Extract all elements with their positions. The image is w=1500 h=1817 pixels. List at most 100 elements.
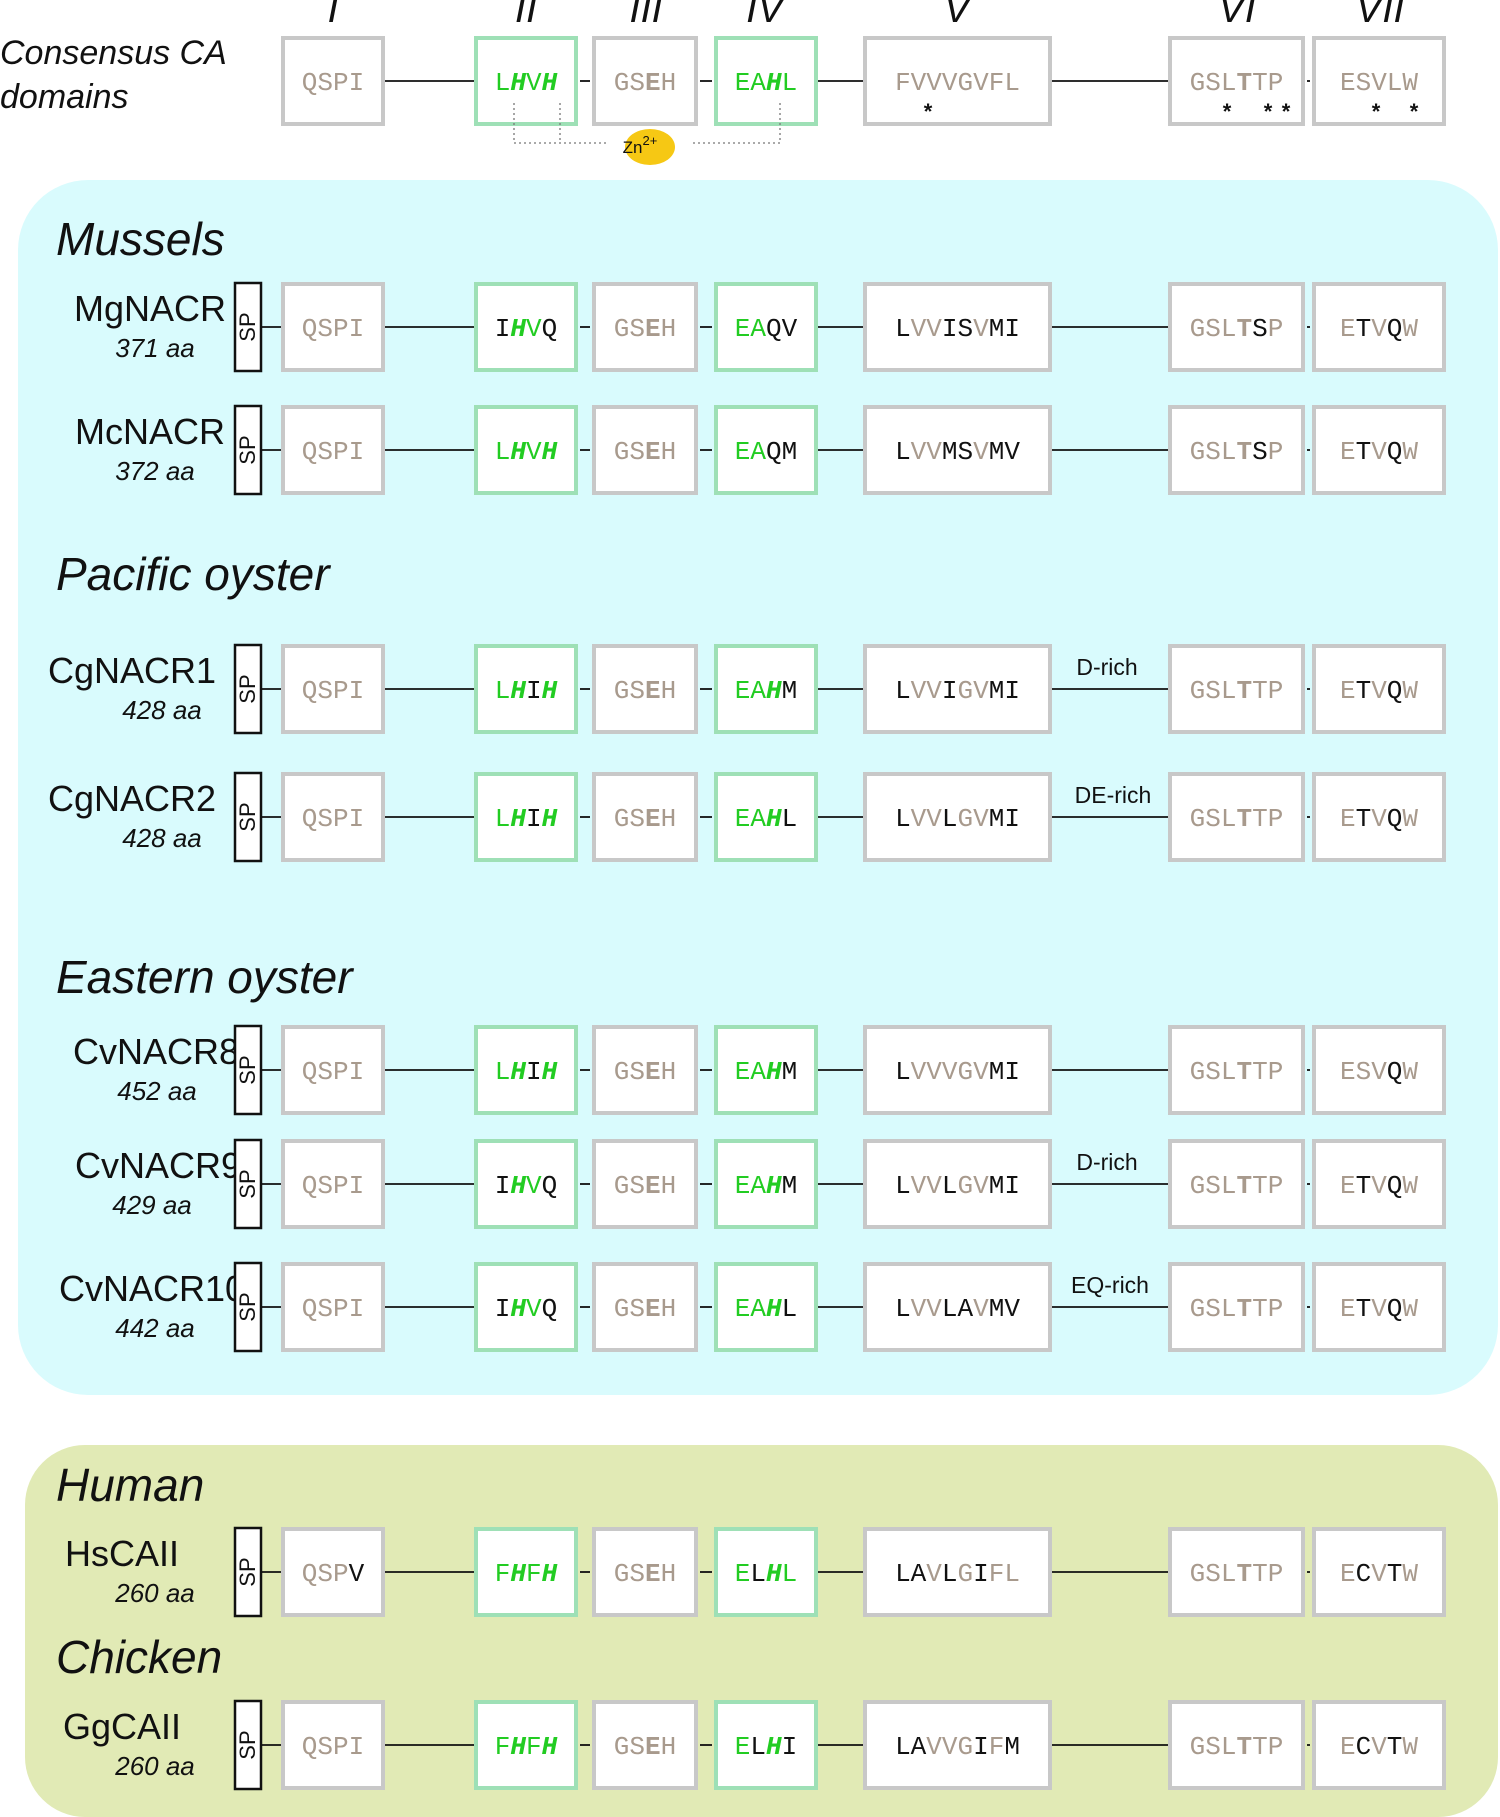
protein-name: CvNACR8 xyxy=(73,1031,239,1072)
hscaii-domain-6-box xyxy=(1168,1527,1305,1617)
cvnacr8-domain-3-sequence: GSEH xyxy=(614,1057,676,1087)
section-title-human: Human xyxy=(56,1459,204,1511)
cvnacr8-domain-5-box xyxy=(863,1025,1052,1115)
signal-peptide-box xyxy=(233,281,263,373)
protein-name: GgCAII xyxy=(63,1706,181,1747)
cvnacr8-domain-2-sequence: LHIH xyxy=(495,1057,558,1087)
mcnacr-domain-1-box xyxy=(281,405,385,495)
cvnacr10-domain-7-box xyxy=(1312,1262,1446,1352)
cvnacr9-domain-6-sequence: GSLTTP xyxy=(1190,1171,1284,1201)
cgnacr2-domain-6-box xyxy=(1168,772,1305,862)
signal-peptide-box xyxy=(233,1138,263,1230)
cvnacr9-domain-2-sequence: IHVQ xyxy=(495,1171,557,1201)
signal-peptide-label: SP xyxy=(235,1730,260,1759)
linker-label: D-rich xyxy=(1076,1149,1137,1175)
cgnacr1-domain-7-sequence: ETVQW xyxy=(1340,676,1418,706)
protein-length: 452 aa xyxy=(117,1076,197,1106)
ggcaii-domain-7-sequence: ECVTW xyxy=(1340,1732,1418,1762)
cvnacr8-domain-4-sequence: EAHM xyxy=(735,1057,797,1087)
signal-peptide-label: SP xyxy=(235,1557,260,1586)
cvnacr10-domain-5-box xyxy=(863,1262,1052,1352)
protein-name: MgNACR xyxy=(74,288,226,329)
consensus-domain-2-box xyxy=(474,36,578,126)
cvnacr10-domain-2-box xyxy=(474,1262,578,1352)
cgnacr2-domain-5-sequence: LVVLGVMI xyxy=(895,804,1020,834)
mgnacr-domain-6-box xyxy=(1168,282,1305,372)
cgnacr1-domain-3-box xyxy=(592,644,698,734)
cvnacr10-domain-7-sequence: ETVQW xyxy=(1340,1294,1418,1324)
hscaii-domain-1-sequence: QSPV xyxy=(302,1559,365,1589)
hscaii-domain-6-sequence: GSLTTP xyxy=(1190,1559,1284,1589)
consensus-domain-4-box xyxy=(714,36,818,126)
linker-label: DE-rich xyxy=(1075,782,1152,808)
ggcaii-domain-5-box xyxy=(863,1700,1052,1790)
numeral-v: V xyxy=(944,0,974,31)
cvnacr10-domain-6-sequence: GSLTTP xyxy=(1190,1294,1284,1324)
mcnacr-domain-1-sequence: QSPI xyxy=(302,437,364,467)
domain-numerals: I II III IV V VI VII xyxy=(327,0,1404,31)
mgnacr-domain-3-box xyxy=(592,282,698,372)
consensus-label-line2: domains xyxy=(0,78,129,116)
cvnacr10-domain-6-box xyxy=(1168,1262,1305,1352)
hscaii-domain-3-sequence: GSEH xyxy=(614,1559,676,1589)
cvnacr10-domain-1-box xyxy=(281,1262,385,1352)
mgnacr-domain-6-sequence: GSLTSP xyxy=(1190,314,1284,344)
numeral-iii: III xyxy=(629,0,662,31)
mcnacr-domain-2-sequence: LHVH xyxy=(495,437,558,467)
linker-label: D-rich xyxy=(1076,654,1137,680)
cgnacr2-domain-3-sequence: GSEH xyxy=(614,804,676,834)
mcnacr-domain-7-sequence: ETVQW xyxy=(1340,437,1418,467)
cgnacr1-domain-6-box xyxy=(1168,644,1305,734)
mgnacr-domain-7-sequence: ETVQW xyxy=(1340,314,1418,344)
cgnacr1-domain-7-box xyxy=(1312,644,1446,734)
ggcaii-domain-6-box xyxy=(1168,1700,1305,1790)
cvnacr8-domain-4-box xyxy=(714,1025,818,1115)
mcnacr-domain-6-sequence: GSLTSP xyxy=(1190,437,1284,467)
cvnacr8-domain-3-box xyxy=(592,1025,698,1115)
numeral-vi: VI xyxy=(1218,0,1256,31)
mcnacr-domain-5-box xyxy=(863,405,1052,495)
hscaii-domain-2-box xyxy=(474,1527,578,1617)
protein-name: McNACR xyxy=(75,411,225,452)
protein-length: 260 aa xyxy=(114,1751,195,1781)
linker-label: EQ-rich xyxy=(1071,1272,1149,1298)
mgnacr-domain-2-sequence: IHVQ xyxy=(495,314,557,344)
consensus-domain-4-sequence: EAHL xyxy=(735,68,797,98)
cvnacr9-domain-3-sequence: GSEH xyxy=(614,1171,676,1201)
cvnacr8-domain-5-sequence: LVVVGVMI xyxy=(895,1057,1020,1087)
cvnacr8-domain-6-box xyxy=(1168,1025,1305,1115)
hscaii-domain-7-box xyxy=(1312,1527,1446,1617)
cgnacr1-domain-2-sequence: LHIH xyxy=(495,676,558,706)
signal-peptide-label: SP xyxy=(235,674,260,703)
mcnacr-domain-4-sequence: EAQM xyxy=(735,437,797,467)
consensus-domain-5-sequence: FVVVGVFL xyxy=(895,68,1020,98)
mgnacr-domain-5-box xyxy=(863,282,1052,372)
hscaii-domain-1-box xyxy=(281,1527,385,1617)
cvnacr8-domain-6-sequence: GSLTTP xyxy=(1190,1057,1284,1087)
hscaii-domain-7-sequence: ECVTW xyxy=(1340,1559,1418,1589)
ggcaii-domain-7-box xyxy=(1312,1700,1446,1790)
protein-name: CvNACR10 xyxy=(59,1268,245,1309)
ggcaii-domain-1-sequence: QSPI xyxy=(302,1732,364,1762)
cgnacr1-domain-4-box xyxy=(714,644,818,734)
signal-peptide-label: SP xyxy=(235,435,260,464)
consensus-domain-3-sequence: GSEH xyxy=(614,68,676,98)
mgnacr-domain-3-sequence: GSEH xyxy=(614,314,676,344)
hscaii-domain-5-sequence: LAVLGIFL xyxy=(895,1559,1020,1589)
consensus-domain-7-sequence: ESVLW xyxy=(1340,68,1418,98)
cgnacr2-domain-6-sequence: GSLTTP xyxy=(1190,804,1284,834)
consensus-domain-2-sequence: LHVH xyxy=(495,68,558,98)
signal-peptide-label: SP xyxy=(235,802,260,831)
mgnacr-domain-2-box xyxy=(474,282,578,372)
cvnacr9-domain-7-box xyxy=(1312,1139,1446,1229)
protein-name: HsCAII xyxy=(65,1533,179,1574)
cvnacr9-domain-5-box xyxy=(863,1139,1052,1229)
